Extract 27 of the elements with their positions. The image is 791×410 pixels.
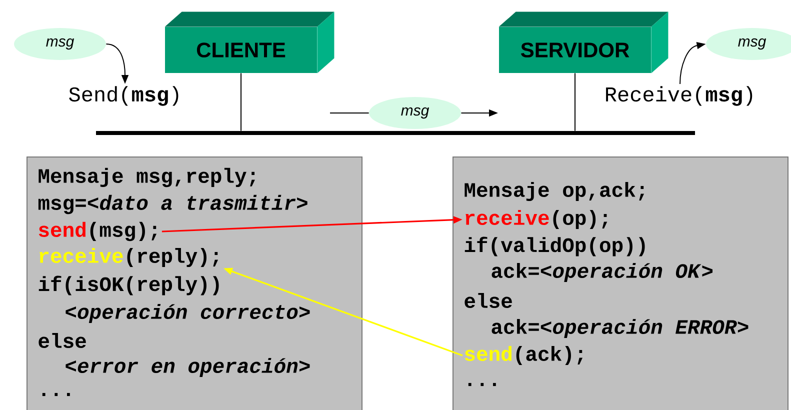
code-line: Mensaje msg,reply; xyxy=(38,168,255,188)
code-line: send (msg); xyxy=(38,222,157,242)
code-panel xyxy=(26,156,362,410)
code-line: else xyxy=(38,332,86,348)
code-line: <error en operación> xyxy=(66,358,310,378)
code-panel xyxy=(452,156,788,410)
code-line: else xyxy=(464,292,512,308)
code-line: ack=<operación OK> xyxy=(492,262,713,282)
line xyxy=(330,112,370,114)
code-line: ack=<operación ERROR> xyxy=(492,318,748,338)
network-bus xyxy=(96,131,695,135)
connector-line xyxy=(240,72,242,132)
code-line: receive (op); xyxy=(466,210,608,230)
call-text: Send(msg) xyxy=(69,86,178,106)
connector-line xyxy=(574,72,576,132)
block-3d: CLIENTE xyxy=(164,12,334,74)
code-line: ... xyxy=(468,382,496,386)
block-3d: SERVIDOR xyxy=(498,12,668,74)
code-line: receive (reply); xyxy=(40,248,218,268)
code-line: <operación correcto> xyxy=(66,304,310,324)
code-line: ... xyxy=(42,392,70,396)
call-text: Receive(msg) xyxy=(606,86,752,106)
code-line: send (ack); xyxy=(464,346,583,366)
code-line: if(validOp(op)) xyxy=(464,236,645,256)
code-line: Mensaje op,ack; xyxy=(464,182,644,202)
code-line: msg=<dato a trasmitir> xyxy=(38,194,308,214)
code-line: if(isOK(reply)) xyxy=(38,276,219,296)
